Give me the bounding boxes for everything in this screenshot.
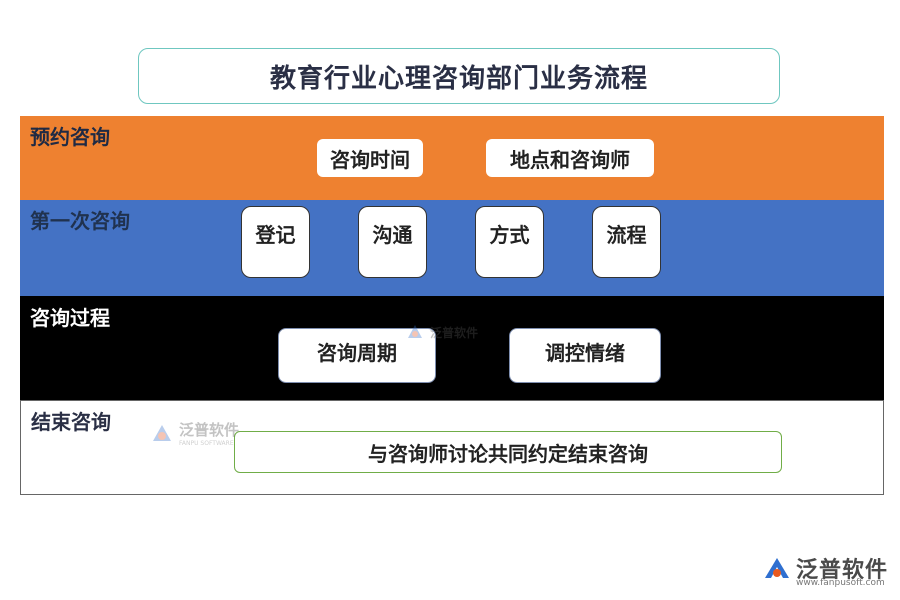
watermark-name: 泛普软件 — [430, 325, 479, 340]
watermark: 泛普软件 FANPU SOFTWARE — [149, 419, 239, 447]
step-box: 登记 — [241, 206, 310, 278]
watermark-name: 泛普软件 — [179, 421, 240, 439]
fanpu-logo-icon — [764, 558, 789, 578]
logo-url: www.fanpusoft.com — [795, 578, 885, 588]
fanpu-logo-icon — [153, 425, 171, 441]
band-process: 咨询过程 咨询周期 调控情绪 泛普软件 — [20, 296, 884, 400]
band-label: 第一次咨询 — [30, 209, 130, 233]
step-box: 咨询时间 — [317, 139, 423, 177]
step-box: 咨询周期 — [278, 328, 436, 383]
step-box: 地点和咨询师 — [486, 139, 654, 177]
step-box: 流程 — [592, 206, 661, 278]
fanpu-logo-icon — [408, 325, 422, 338]
band-label: 预约咨询 — [30, 125, 110, 149]
step-box: 与咨询师讨论共同约定结束咨询 — [234, 431, 782, 473]
band-label: 结束咨询 — [31, 410, 111, 434]
diagram-title: 教育行业心理咨询部门业务流程 — [138, 48, 780, 104]
band-first-session: 第一次咨询 登记 沟通 方式 流程 — [20, 200, 884, 296]
band-label: 咨询过程 — [30, 306, 110, 330]
band-appointment: 预约咨询 咨询时间 地点和咨询师 — [20, 116, 884, 200]
step-box: 方式 — [475, 206, 544, 278]
step-box: 沟通 — [358, 206, 427, 278]
watermark-sub: FANPU SOFTWARE — [179, 440, 234, 447]
fanpu-logo: 泛普软件 www.fanpusoft.com — [762, 552, 888, 588]
logo-name: 泛普软件 — [795, 558, 888, 583]
watermark: 泛普软件 — [404, 322, 478, 342]
step-box: 调控情绪 — [509, 328, 661, 383]
band-end: 结束咨询 与咨询师讨论共同约定结束咨询 泛普软件 FANPU SOFTWARE — [20, 400, 884, 495]
